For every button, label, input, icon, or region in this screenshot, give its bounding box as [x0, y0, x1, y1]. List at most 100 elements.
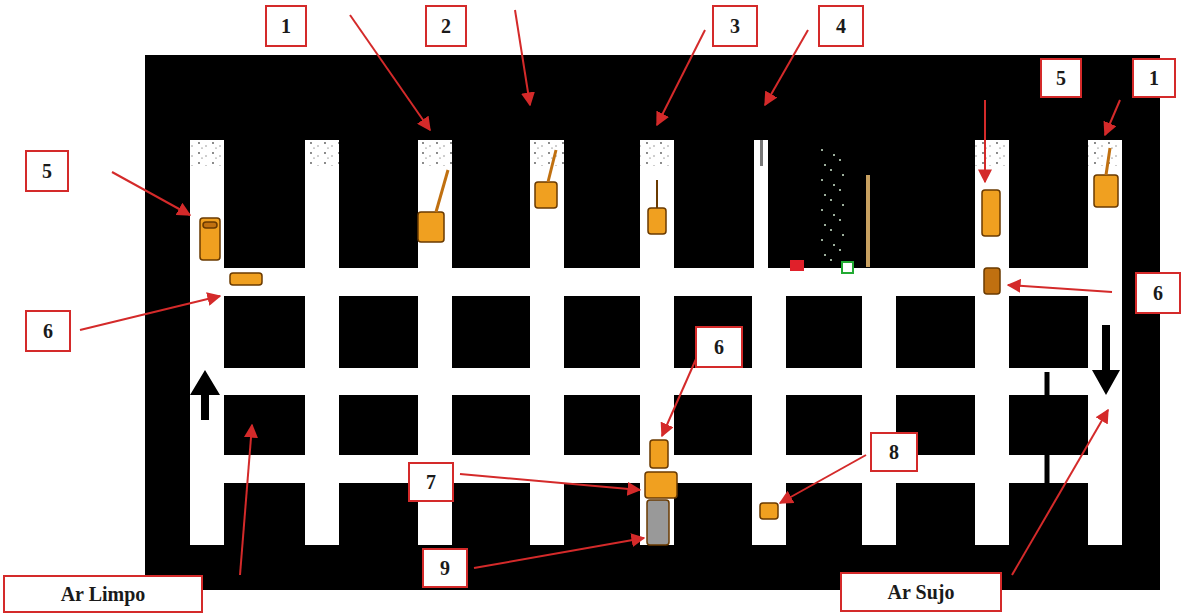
- details: [190, 140, 1120, 505]
- machine: [230, 273, 262, 285]
- dust: [821, 179, 823, 181]
- label-text: 1: [1149, 67, 1159, 90]
- galleries: [190, 140, 1122, 545]
- dust: [833, 244, 835, 246]
- panel-strip: [754, 140, 768, 268]
- callout-number: 2: [425, 5, 467, 47]
- label-text: 4: [836, 15, 846, 38]
- dust: [830, 229, 832, 231]
- dust: [839, 159, 841, 161]
- label-text: 2: [441, 15, 451, 38]
- callout-number: 5: [25, 150, 69, 192]
- rock-mass: [145, 55, 1160, 590]
- label-text: 7: [426, 471, 436, 494]
- airflow-label: Ar Sujo: [840, 572, 1002, 612]
- room: [305, 140, 339, 545]
- dust: [824, 254, 826, 256]
- label-text: 5: [1056, 67, 1066, 90]
- machine: [650, 440, 668, 468]
- leader-line: [350, 15, 430, 130]
- dust: [839, 189, 841, 191]
- stopping: [1045, 372, 1050, 395]
- machine: [1094, 175, 1118, 207]
- leader-line: [1105, 100, 1120, 135]
- dust: [833, 214, 835, 216]
- panel-strip: [760, 140, 763, 166]
- callout-number: 1: [265, 5, 307, 47]
- machines: [200, 148, 1118, 545]
- label-text: 6: [714, 336, 724, 359]
- leader-line: [1008, 285, 1112, 292]
- airflow-arrow: [190, 370, 220, 420]
- label-text: 6: [1153, 282, 1163, 305]
- stopping: [1045, 455, 1050, 483]
- label-text: 1: [281, 15, 291, 38]
- leader-line: [80, 296, 220, 330]
- machine: [984, 268, 1000, 294]
- face: [190, 140, 224, 166]
- label-text: 5: [42, 160, 52, 183]
- room: [1088, 140, 1122, 545]
- panel-4: [752, 140, 897, 268]
- airflow-label: Ar Limpo: [3, 575, 203, 613]
- machine: [535, 182, 557, 208]
- leader-line: [984, 100, 986, 182]
- conveyor: [866, 175, 870, 267]
- dust: [824, 194, 826, 196]
- callout-number: 1: [1132, 58, 1176, 98]
- callout-number: 8: [870, 432, 918, 472]
- room: [190, 140, 224, 545]
- face: [975, 140, 1009, 166]
- machine: [418, 212, 444, 242]
- dust: [821, 209, 823, 211]
- dust: [842, 204, 844, 206]
- dust: [821, 239, 823, 241]
- callout-number: 6: [25, 310, 71, 352]
- face: [530, 140, 564, 166]
- dust: [830, 199, 832, 201]
- machine: [200, 218, 220, 260]
- callout-number: 6: [1135, 272, 1181, 314]
- dust: [842, 234, 844, 236]
- leader-line: [240, 425, 252, 575]
- leader-lines: [80, 10, 1120, 575]
- machine: [203, 222, 217, 228]
- label-text: 3: [730, 15, 740, 38]
- face: [640, 140, 674, 166]
- machine: [645, 472, 677, 498]
- callout-number: 3: [712, 5, 758, 47]
- room: [530, 140, 564, 545]
- leader-line: [515, 10, 530, 105]
- face: [1088, 140, 1122, 166]
- dust: [839, 219, 841, 221]
- callout-number: 9: [422, 548, 468, 588]
- dust: [821, 149, 823, 151]
- dust: [830, 169, 832, 171]
- callout-number: 5: [1040, 58, 1082, 98]
- airflow-arrow: [1092, 325, 1120, 395]
- dust: [824, 224, 826, 226]
- callout-number: 7: [408, 462, 454, 502]
- label-text: 6: [43, 320, 53, 343]
- label-text: Ar Limpo: [61, 583, 146, 606]
- leader-line: [1012, 410, 1108, 575]
- label-text: 8: [889, 441, 899, 464]
- dust: [833, 184, 835, 186]
- machine: [647, 500, 669, 545]
- leader-line: [657, 30, 705, 125]
- crosscut: [190, 268, 1122, 296]
- label-text: Ar Sujo: [888, 581, 955, 604]
- machine: [760, 503, 778, 519]
- face: [305, 140, 339, 166]
- green-marker: [842, 262, 853, 273]
- leader-line: [474, 538, 644, 568]
- dust: [824, 164, 826, 166]
- leader-line: [112, 172, 190, 215]
- leader-line: [780, 455, 866, 503]
- leader-line: [460, 474, 640, 490]
- red-marker: [790, 260, 804, 271]
- leader-line: [765, 30, 808, 105]
- dust: [842, 174, 844, 176]
- dust: [839, 249, 841, 251]
